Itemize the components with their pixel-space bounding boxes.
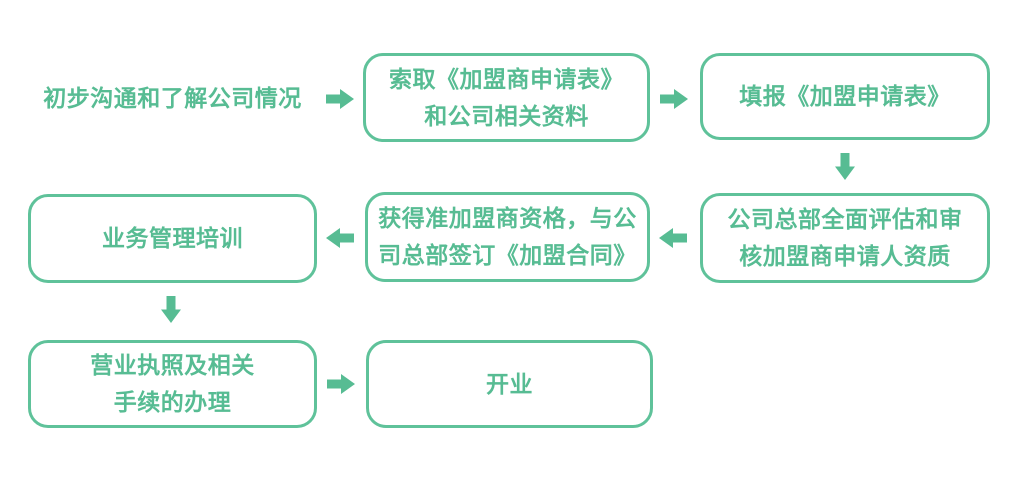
step-label: 索取《加盟商申请表》 和公司相关资料 (389, 65, 624, 129)
flow-step-headquarters-evaluation: 公司总部全面评估和审 核加盟商申请人资质 (700, 193, 990, 283)
arrow-right-icon (660, 89, 688, 109)
step-label: 获得准加盟商资格，与公 司总部签订《加盟合同》 (378, 205, 637, 268)
flow-step-sign-franchise-contract: 获得准加盟商资格，与公 司总部签订《加盟合同》 (365, 192, 650, 282)
arrow-right-icon (326, 89, 354, 109)
step-label: 初步沟通和了解公司情况 (43, 84, 302, 111)
arrow-down-icon (835, 153, 855, 180)
step-label: 公司总部全面评估和审 核加盟商申请人资质 (727, 206, 963, 269)
step-label: 营业执照及相关 手续的办理 (90, 352, 255, 415)
step-label: 业务管理培训 (102, 225, 243, 251)
step-label: 填报《加盟申请表》 (739, 83, 951, 109)
flow-step-request-application-form: 索取《加盟商申请表》 和公司相关资料 (363, 53, 650, 142)
flow-step-business-license: 营业执照及相关 手续的办理 (28, 340, 317, 428)
step-label: 开业 (486, 370, 533, 397)
arrow-left-icon (659, 228, 687, 248)
arrow-right-icon (327, 374, 355, 394)
flow-step-opening: 开业 (366, 340, 653, 428)
flow-step-business-training: 业务管理培训 (28, 194, 317, 283)
flow-step-initial-communication: 初步沟通和了解公司情况 (25, 83, 320, 113)
flow-step-fill-application-form: 填报《加盟申请表》 (700, 53, 990, 140)
arrow-down-icon (161, 296, 181, 323)
arrow-left-icon (326, 228, 354, 248)
